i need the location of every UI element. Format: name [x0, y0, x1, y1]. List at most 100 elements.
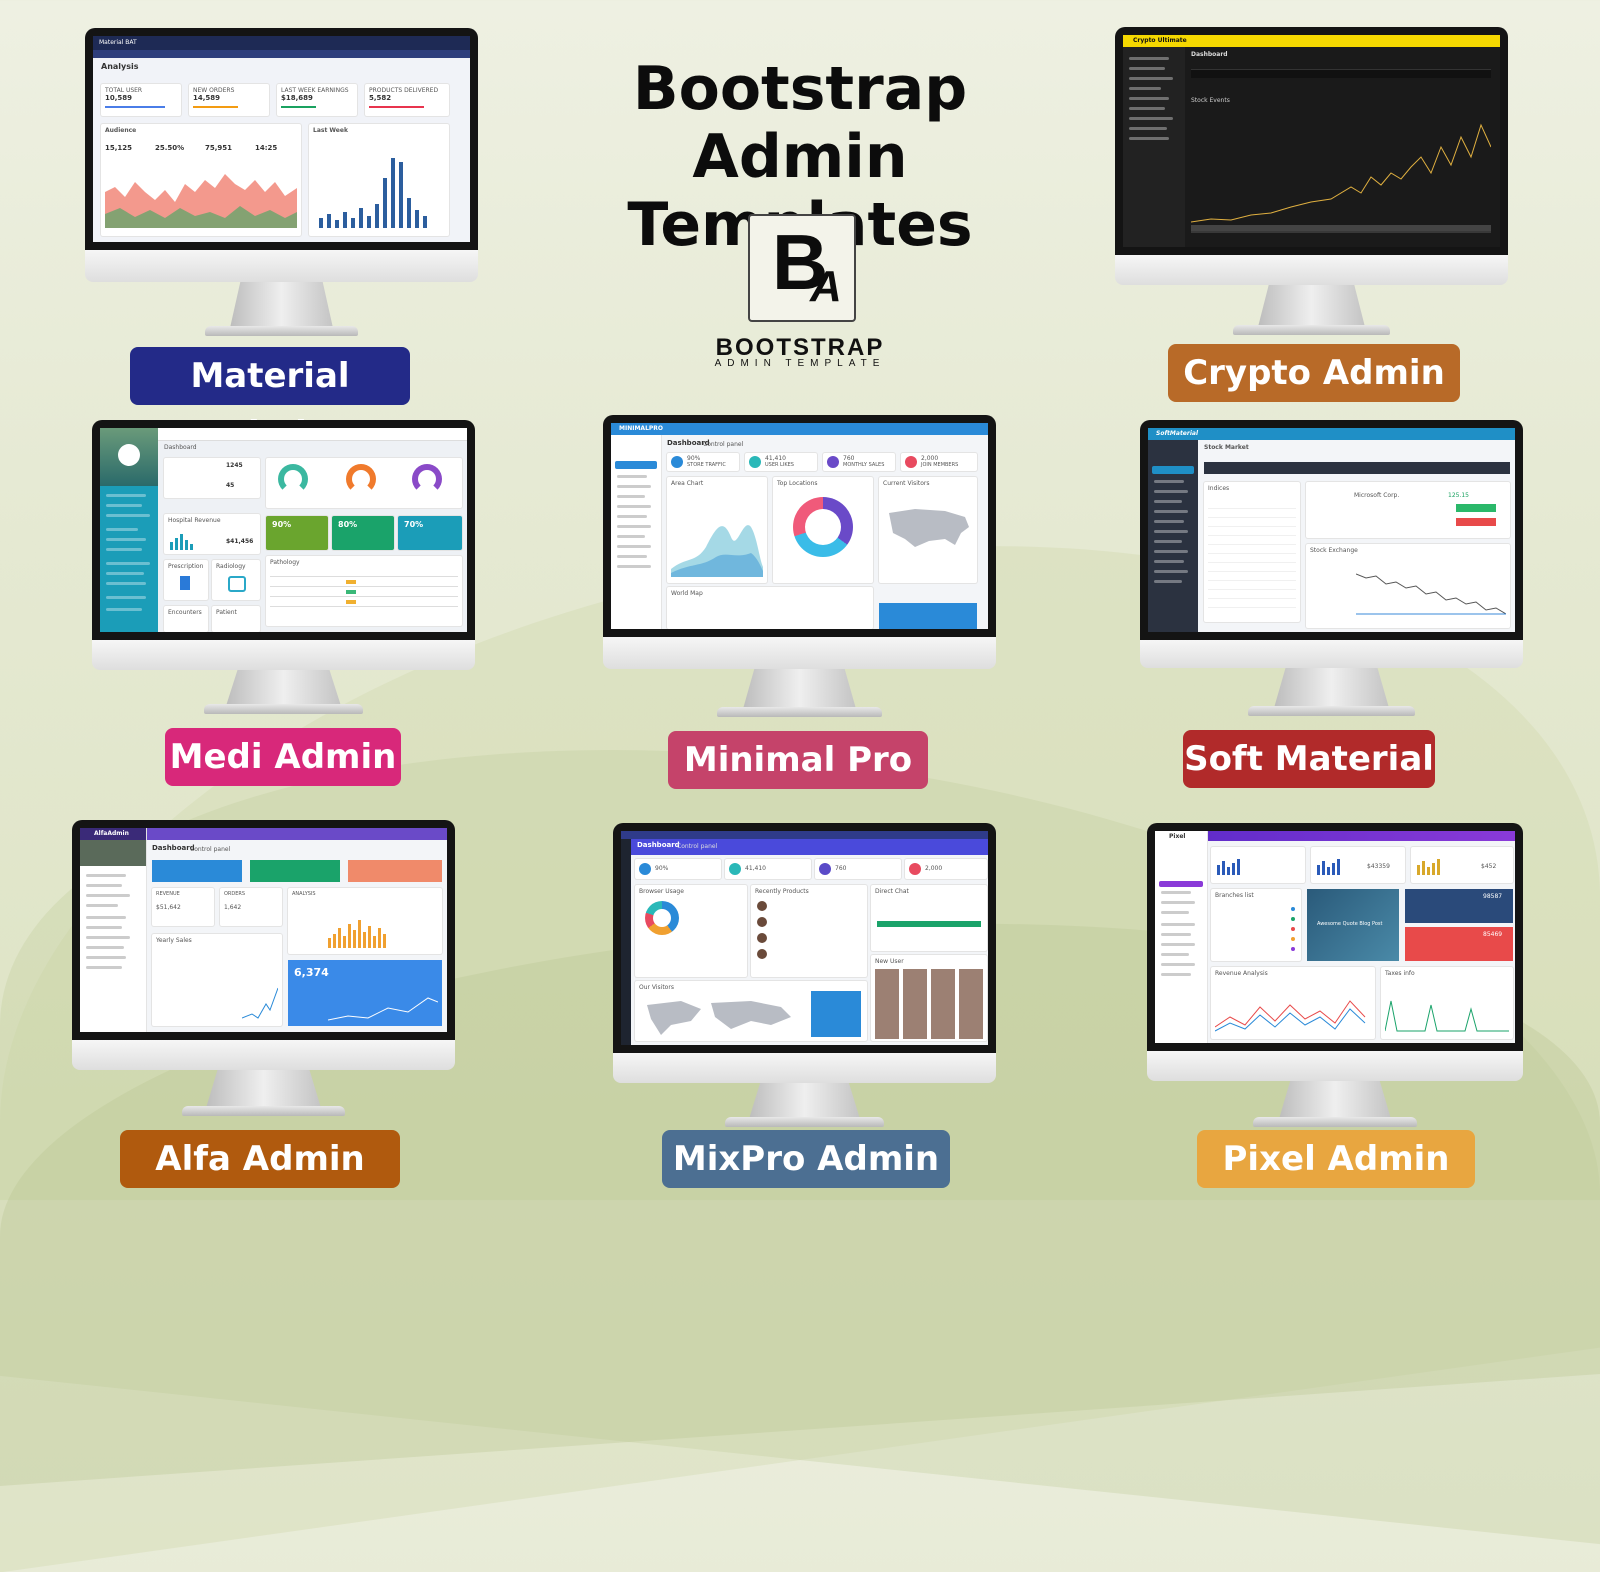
- monitor-crypto-admin[interactable]: Crypto Ultimate Dashboard Stock Events: [1115, 27, 1508, 339]
- page-title: Dashboard: [1191, 51, 1228, 58]
- label-alfa-admin[interactable]: Alfa Admin: [120, 1130, 400, 1188]
- panel-title: Top Locations: [777, 480, 818, 487]
- label-material-admin[interactable]: Material Admin: [130, 347, 410, 454]
- panel-title: Area Chart: [671, 480, 704, 487]
- label-soft-material[interactable]: Soft Material: [1183, 730, 1435, 788]
- area-chart: [671, 525, 763, 577]
- stat-label: MONTHLY SALES: [843, 462, 885, 468]
- stat-label: PRODUCTS DELIVERED: [369, 87, 439, 94]
- stat-value: 1245: [226, 462, 243, 469]
- stat-value: 41,410: [765, 455, 786, 462]
- panel-title: Encounters: [168, 609, 202, 616]
- app-brand: Crypto Ultimate: [1133, 37, 1187, 44]
- screen-soft-material: SoftMaterial Stock Market Indices Micros…: [1148, 428, 1515, 632]
- app-brand: MINIMALPRO: [619, 425, 664, 432]
- panel-title: Yearly Sales: [156, 937, 192, 944]
- stat-value: $51,642: [156, 904, 181, 911]
- blog-post-title: Awesome Quote Blog Post: [1317, 921, 1383, 927]
- label-mixpro-admin[interactable]: MixPro Admin: [662, 1130, 950, 1188]
- stat-value: 90%: [272, 520, 292, 529]
- panel-title: REVENUE: [156, 891, 180, 897]
- screen-pixel-admin: Pixel $43359 $452 Branches list Awesome …: [1155, 831, 1515, 1043]
- panel-title: Prescription: [168, 563, 204, 570]
- stat-label: STORE TRAFFIC: [687, 462, 726, 468]
- panel-title: Indices: [1208, 485, 1230, 492]
- monitor-minimal-pro[interactable]: MINIMALPRO Dashboard Control panel 90%ST…: [603, 415, 996, 721]
- stat-value: $452: [1481, 863, 1497, 870]
- metric: 25.50%: [155, 144, 185, 152]
- stat-value: 2,000: [925, 865, 943, 872]
- panel-title: Audience: [105, 127, 137, 134]
- panel-title: Radiology: [216, 563, 246, 570]
- stat-value: 90%: [687, 455, 701, 462]
- logo-subtitle: ADMIN TEMPLATE: [714, 358, 886, 369]
- area-chart: [105, 174, 297, 228]
- monitor-alfa-admin[interactable]: AlfaAdmin Dashboard Control panel REVENU…: [72, 820, 455, 1120]
- stat-value: 45: [226, 482, 235, 489]
- app-brand: Pixel: [1169, 833, 1186, 840]
- stat-value: 1,642: [224, 904, 242, 911]
- panel-title: Patient: [216, 609, 237, 616]
- stat-value: 85469: [1483, 931, 1503, 938]
- panel-title: Direct Chat: [875, 888, 909, 895]
- screen-alfa-admin: AlfaAdmin Dashboard Control panel REVENU…: [80, 828, 447, 1032]
- stat-value: 760: [835, 865, 847, 872]
- label-minimal-pro[interactable]: Minimal Pro: [668, 731, 928, 789]
- stat-label: JOIN MEMBERS: [921, 462, 959, 468]
- panel-title: Our Visitors: [639, 984, 674, 991]
- panel-title: Hospital Revenue: [168, 517, 221, 524]
- panel-title: Last Week: [313, 127, 348, 134]
- label-crypto-admin[interactable]: Crypto Admin: [1168, 344, 1460, 402]
- app-brand: Material BAT: [99, 39, 137, 46]
- stat-value: $18,689: [281, 94, 313, 102]
- panel-title: Recently Products: [755, 888, 809, 895]
- world-map: [647, 1001, 791, 1035]
- stat-value: 760: [843, 455, 855, 462]
- panel-title: Revenue Analysis: [1215, 970, 1268, 977]
- stat-value: 98587: [1483, 893, 1503, 900]
- line-chart: [1191, 123, 1491, 233]
- page-title: Dashboard: [667, 439, 710, 447]
- page-subtitle: Control panel: [677, 843, 718, 850]
- metric: 15,125: [105, 144, 133, 152]
- logo-letter-b: B: [772, 218, 829, 306]
- label-medi-admin[interactable]: Medi Admin: [165, 728, 401, 786]
- logo-letter-a: A: [810, 262, 842, 311]
- label-pixel-admin[interactable]: Pixel Admin: [1197, 1130, 1475, 1188]
- panel-title: Browser Usage: [639, 888, 684, 895]
- monitor-pixel-admin[interactable]: Pixel $43359 $452 Branches list Awesome …: [1147, 823, 1523, 1128]
- usa-map: [889, 509, 969, 547]
- stat-value: 125.15: [1448, 492, 1469, 499]
- app-brand: AlfaAdmin: [94, 830, 129, 837]
- stat-value: 6,374: [294, 966, 329, 979]
- monitor-soft-material[interactable]: SoftMaterial Stock Market Indices Micros…: [1140, 420, 1523, 720]
- stat-label: LAST WEEK EARNINGS: [281, 87, 349, 94]
- stat-label: TOTAL USER: [105, 87, 143, 94]
- panel-title: ANALYSIS: [292, 891, 316, 897]
- stat-value: $43359: [1367, 863, 1390, 870]
- stat-value: 10,589: [105, 94, 133, 102]
- stat-value: 14,589: [193, 94, 221, 102]
- line-chart: [1356, 573, 1506, 615]
- bootstrap-admin-logo: B A: [748, 214, 856, 322]
- page-title: Bootstrap Admin Templates: [540, 55, 1060, 259]
- app-brand: SoftMaterial: [1156, 430, 1198, 437]
- title-line-1: Bootstrap Admin: [632, 54, 968, 192]
- page-title: Dashboard: [637, 841, 680, 849]
- line-chart: [1215, 1000, 1366, 1032]
- panel-title: Branches list: [1215, 892, 1254, 899]
- stat-value: 5,582: [369, 94, 392, 102]
- panel-title: Microsoft Corp.: [1354, 492, 1400, 499]
- stat-label: NEW ORDERS: [193, 87, 235, 94]
- screen-minimal-pro: MINIMALPRO Dashboard Control panel 90%ST…: [611, 423, 988, 629]
- page-subtitle: Control panel: [703, 441, 744, 448]
- panel-title: World Map: [671, 590, 703, 597]
- stat-value: 70%: [404, 520, 424, 529]
- stat-value: 41,410: [745, 865, 766, 872]
- stat-value: 90%: [655, 865, 669, 872]
